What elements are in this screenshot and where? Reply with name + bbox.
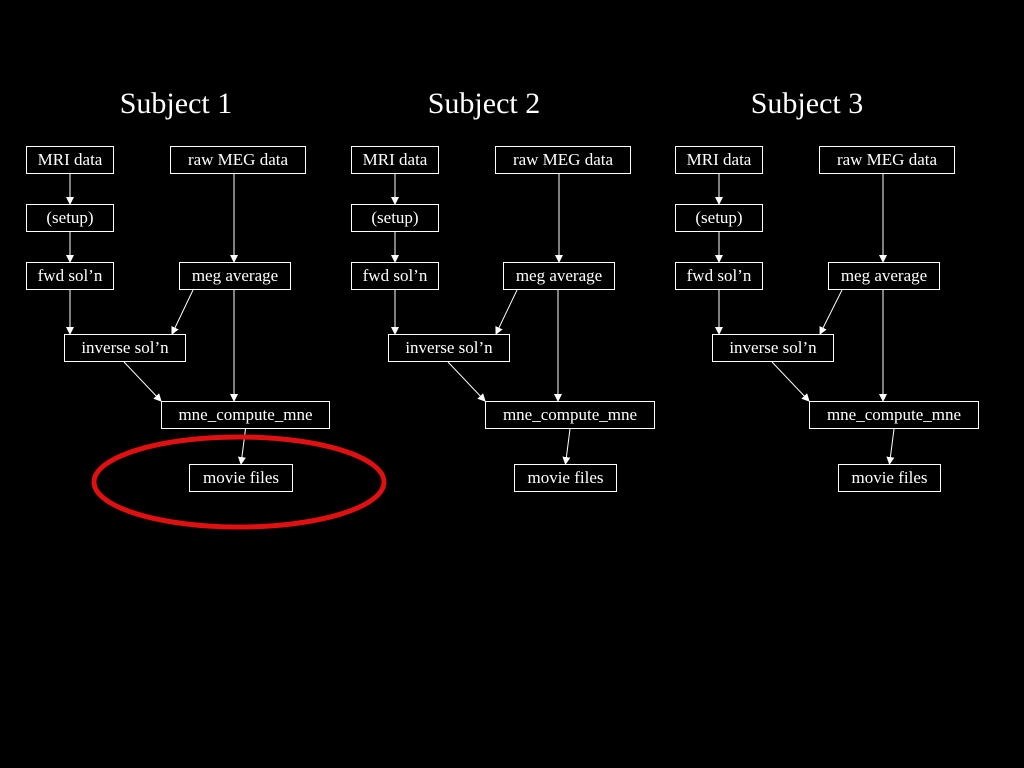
subject-1-edge-inv-to-mne <box>123 361 162 402</box>
subject-2-edge-mne-to-movie <box>562 428 571 465</box>
subject-1-movie-files-node: movie files <box>189 464 293 492</box>
subject-1-fwd-soln-node: fwd sol’n <box>26 262 114 290</box>
subject-2-movie-files-node: movie files <box>514 464 617 492</box>
subject-3-inverse-soln-node: inverse sol’n <box>712 334 834 362</box>
subject-3-meg-average-node: meg average <box>828 262 940 290</box>
highlight-ellipse <box>91 434 387 530</box>
subject-1-edge-avg-to-inv <box>171 289 194 335</box>
subject-2-setup-node: (setup) <box>351 204 439 232</box>
subject-3-setup-node: (setup) <box>675 204 763 232</box>
subject-3-title: Subject 3 <box>750 87 864 120</box>
subject-2-fwd-soln-node: fwd sol’n <box>351 262 439 290</box>
subject-3-movie-files-node: movie files <box>838 464 941 492</box>
subject-2-meg-average-node: meg average <box>503 262 615 290</box>
subject-1-meg-average-node: meg average <box>179 262 291 290</box>
subject-1-mne-compute-mne-node: mne_compute_mne <box>161 401 330 429</box>
subject-1-raw-meg-data-node: raw MEG data <box>170 146 306 174</box>
subject-2-edge-avg-to-inv <box>495 289 518 335</box>
subject-2-mne-compute-mne-node: mne_compute_mne <box>485 401 655 429</box>
subject-2-edge-inv-to-mne <box>447 361 486 402</box>
subject-3-raw-meg-data-node: raw MEG data <box>819 146 955 174</box>
subject-3-mne-compute-mne-node: mne_compute_mne <box>809 401 979 429</box>
subject-1-inverse-soln-node: inverse sol’n <box>64 334 186 362</box>
subject-2-title: Subject 2 <box>427 87 541 120</box>
subject-1-title: Subject 1 <box>119 87 233 120</box>
subject-2-inverse-soln-node: inverse sol’n <box>388 334 510 362</box>
subject-3-mri-data-node: MRI data <box>675 146 763 174</box>
subject-3-edge-inv-to-mne <box>771 361 810 402</box>
subject-3-edge-mne-to-movie <box>886 428 895 465</box>
subject-2-raw-meg-data-node: raw MEG data <box>495 146 631 174</box>
subject-1-setup-node: (setup) <box>26 204 114 232</box>
subject-2-mri-data-node: MRI data <box>351 146 439 174</box>
subject-1-edge-mne-to-movie <box>237 428 246 465</box>
subject-3-fwd-soln-node: fwd sol’n <box>675 262 763 290</box>
subject-1-mri-data-node: MRI data <box>26 146 114 174</box>
subject-3-edge-avg-to-inv <box>819 289 843 335</box>
